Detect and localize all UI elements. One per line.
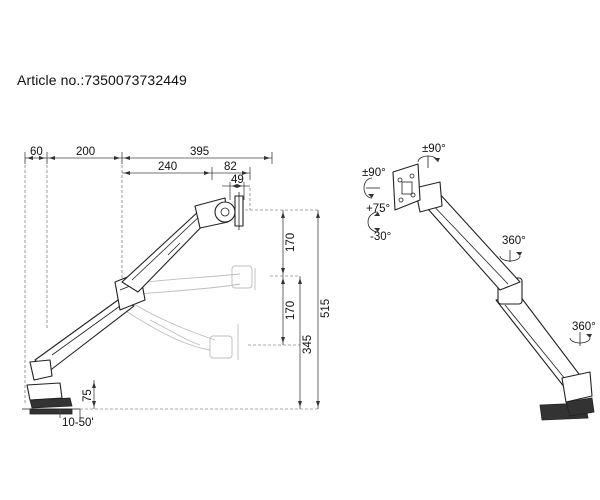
rotation-view: ±90° ±90° +75° -30° 360° 360° — [362, 143, 596, 421]
label-tilt-down: -30° — [370, 231, 391, 243]
rot-upper-arm — [414, 181, 521, 291]
second-dimension-row: 240 82 49 — [122, 161, 251, 200]
dim-75: 75 — [82, 389, 94, 402]
desk-clamp — [22, 382, 80, 415]
side-view: 60 200 395 240 82 49 — [22, 146, 332, 429]
dim-170-lower: 170 — [285, 301, 297, 320]
dim-60: 60 — [30, 146, 43, 158]
label-rotation-mid: 360° — [502, 235, 526, 247]
label-tilt-top: ±90° — [422, 143, 446, 155]
dim-170-upper: 170 — [285, 233, 297, 252]
dim-49: 49 — [231, 174, 244, 186]
label-swivel-left: ±90° — [362, 167, 386, 179]
vertical-dimensions: 170 170 345 515 — [281, 210, 332, 409]
dim-200: 200 — [76, 146, 95, 158]
dim-82: 82 — [224, 161, 237, 173]
dim-240: 240 — [158, 161, 177, 173]
clamp-range: 10-50' — [59, 409, 94, 429]
rotation-arrows — [363, 155, 592, 346]
dim-345: 345 — [302, 335, 314, 354]
article-number: Article no.:7350073732449 — [17, 72, 187, 88]
monitor-head — [194, 192, 244, 230]
label-tilt-up: +75° — [366, 203, 390, 215]
dim-395: 395 — [190, 146, 209, 158]
rot-base — [539, 371, 595, 421]
label-rotation-base: 360° — [572, 321, 596, 333]
rot-lower-arm — [495, 277, 586, 389]
lower-arm — [29, 299, 135, 381]
dim-clamp-range: 10-50' — [62, 417, 94, 429]
clamp-height-dimension: 75 — [82, 380, 96, 409]
rot-monitor-plate — [392, 163, 421, 211]
top-dimension-row: 60 200 395 — [24, 146, 273, 164]
dim-515: 515 — [320, 299, 332, 318]
